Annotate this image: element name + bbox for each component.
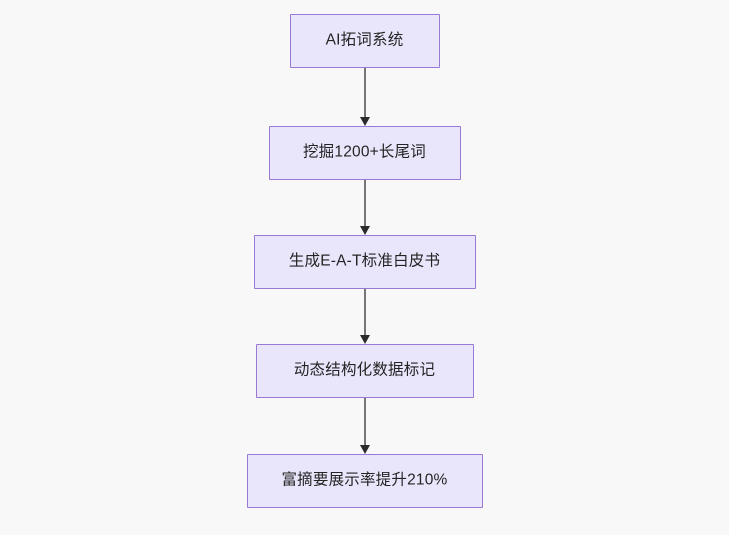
flow-node-generate-eat-whitepaper[interactable]: 生成E-A-T标准白皮书 bbox=[253, 235, 476, 289]
arrow-down-icon bbox=[359, 445, 370, 454]
flow-node-label: 富摘要展示率提升210% bbox=[281, 471, 448, 489]
flow-edge-node1-to-node2 bbox=[359, 180, 371, 235]
edge-line bbox=[363, 398, 366, 446]
flow-node-label: 挖掘1200+长尾词 bbox=[302, 143, 427, 161]
arrow-down-icon bbox=[359, 117, 370, 126]
flow-edge-node2-to-node3 bbox=[359, 289, 371, 344]
edge-line bbox=[363, 180, 366, 227]
flow-node-label: 动态结构化数据标记 bbox=[293, 361, 436, 379]
flow-node-mine-longtail-keywords[interactable]: 挖掘1200+长尾词 bbox=[268, 126, 461, 180]
flow-node-dynamic-structured-data-markup[interactable]: 动态结构化数据标记 bbox=[255, 344, 474, 398]
edge-line bbox=[363, 68, 366, 118]
arrow-down-icon bbox=[359, 335, 370, 344]
flow-node-label: 生成E-A-T标准白皮书 bbox=[288, 252, 441, 270]
flow-edge-node3-to-node4 bbox=[359, 398, 371, 454]
edge-line bbox=[363, 289, 366, 336]
arrow-down-icon bbox=[359, 226, 370, 235]
flow-node-label: AI拓词系统 bbox=[325, 31, 404, 49]
flow-node-ai-keyword-system[interactable]: AI拓词系统 bbox=[289, 14, 440, 68]
flow-edge-node0-to-node1 bbox=[359, 68, 371, 126]
flow-node-rich-snippet-impression-lift[interactable]: 富摘要展示率提升210% bbox=[246, 454, 483, 508]
